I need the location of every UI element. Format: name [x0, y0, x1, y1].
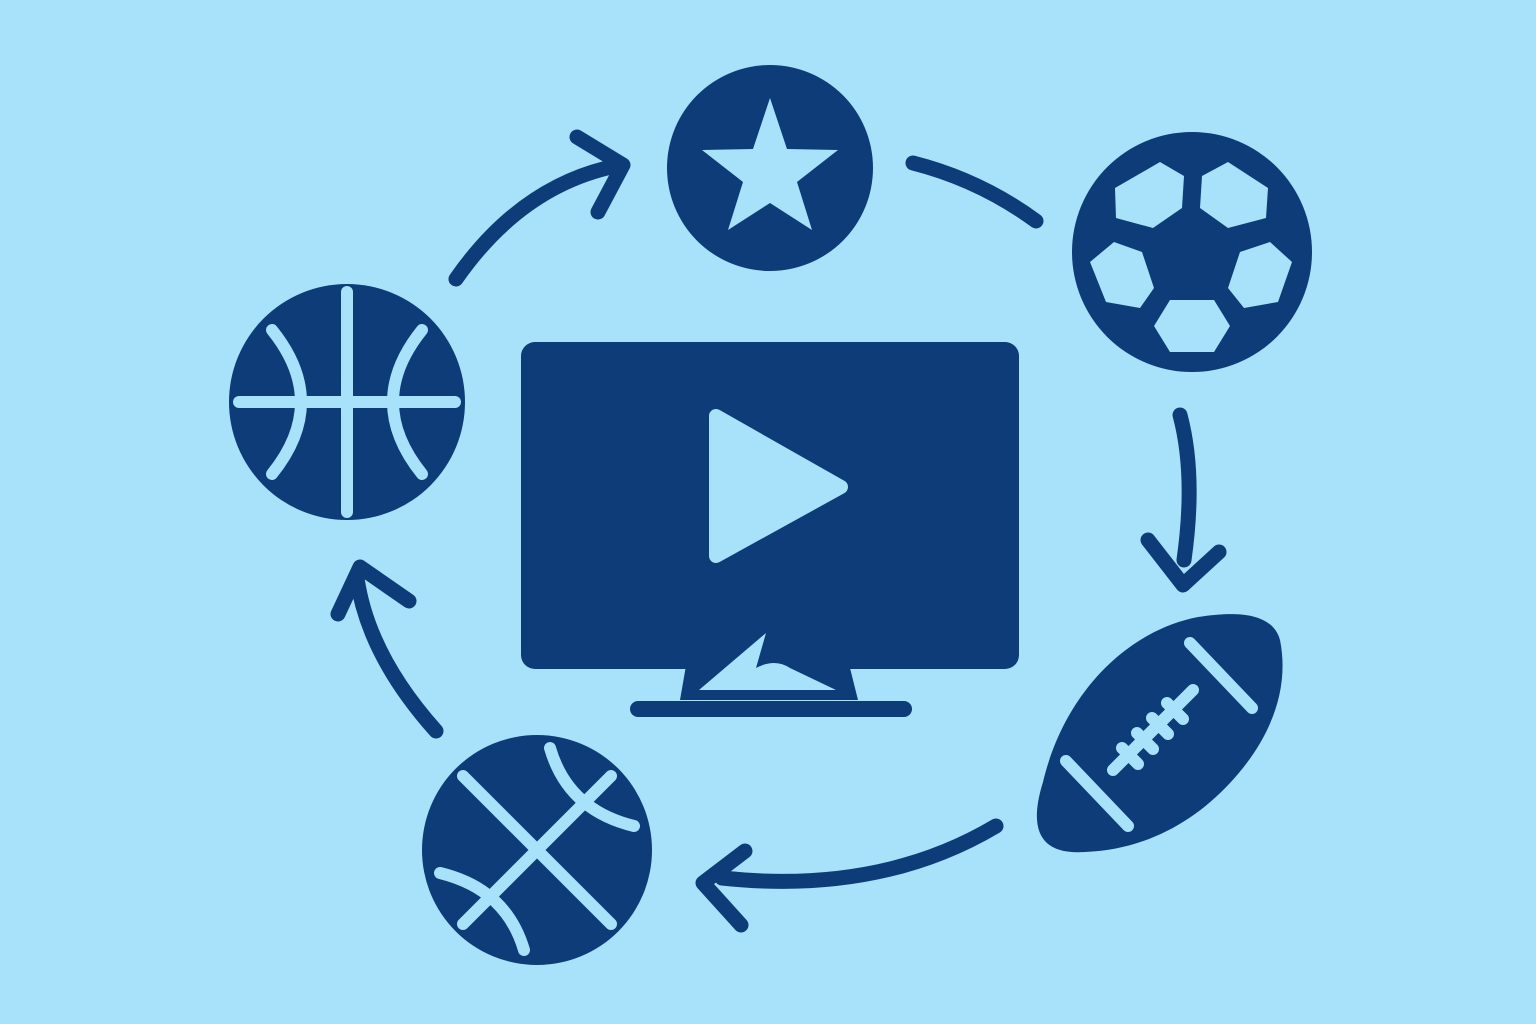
basketball-bottom-seam-arc-bottom — [434, 867, 530, 956]
arrow-football-to-basketball-line — [714, 818, 1004, 889]
soccer-panel-top-left — [1115, 162, 1184, 228]
star-node — [667, 65, 873, 271]
play-icon — [709, 409, 848, 563]
basketball-bottom-seams — [434, 742, 640, 956]
line-star-to-soccer — [905, 155, 1044, 229]
soccer-panel-bottom — [1154, 300, 1230, 352]
arrow-basketball-to-basketball — [330, 559, 444, 739]
star-icon — [702, 98, 838, 230]
basketball-bottom-seam-arc-top — [544, 742, 640, 832]
basketball-left-seam-arc-left — [266, 324, 307, 480]
arrow-soccer-to-football-head — [1140, 532, 1227, 593]
football-stripes — [1060, 637, 1258, 832]
arrow-basketball-to-star-head — [569, 129, 631, 220]
basketball-left-seam-arc-right — [387, 324, 428, 480]
football-stripe-bottom — [1060, 755, 1134, 832]
american-football-icon — [1036, 614, 1283, 853]
tv-play-icon — [521, 342, 1019, 717]
arrow-basketball-to-basketball-head — [330, 559, 417, 622]
soccer-panel-right — [1228, 242, 1292, 308]
football-lace-2 — [1131, 727, 1159, 755]
arrow-football-to-basketball — [695, 818, 1004, 933]
soccer-ball-panels — [1090, 162, 1292, 352]
soccer-panel-top-right — [1200, 162, 1268, 228]
football-lace-4 — [1161, 697, 1189, 725]
basketball-icon — [422, 735, 652, 965]
connectors — [330, 129, 1227, 933]
basketball-left-seams — [233, 286, 461, 518]
arrow-basketball-to-star-line — [448, 160, 615, 287]
arrow-soccer-to-football — [1140, 407, 1227, 593]
arrow-soccer-to-football-line — [1172, 407, 1197, 568]
football-lace-3 — [1146, 712, 1174, 740]
arrow-basketball-to-basketball-line — [349, 570, 444, 739]
soccer-panel-left — [1090, 242, 1154, 308]
arrow-basketball-to-star — [448, 129, 631, 287]
tv-stand-cutout — [699, 633, 836, 690]
soccer-ball-icon — [1072, 132, 1312, 372]
football-stripe-top — [1184, 637, 1258, 714]
basketball-icon — [229, 284, 465, 520]
arrow-football-to-basketball-head — [695, 843, 753, 933]
football-lace-1 — [1116, 742, 1144, 770]
